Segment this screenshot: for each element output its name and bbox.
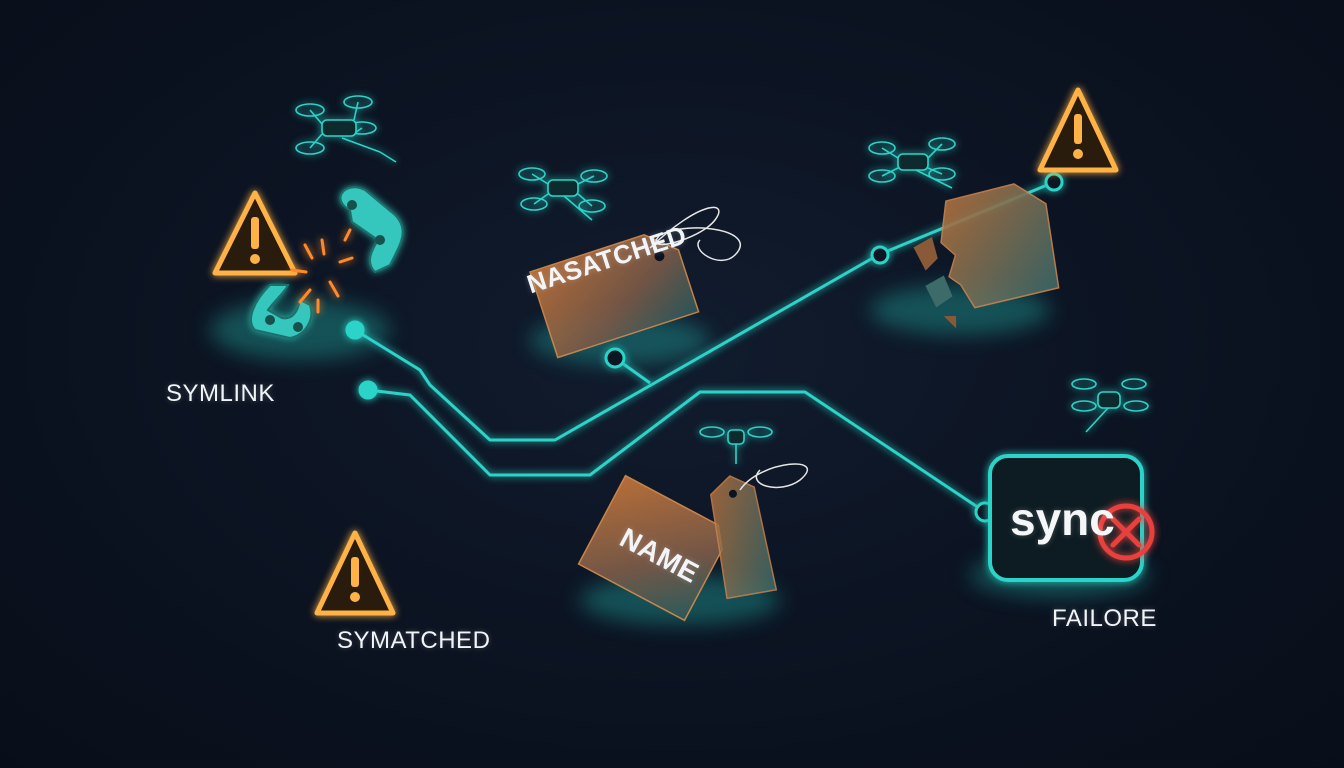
tag-string <box>649 206 741 262</box>
tag-name-front <box>577 474 723 622</box>
warning-icon <box>1037 87 1119 173</box>
warning-icon <box>212 190 298 276</box>
drone-icon <box>518 167 608 221</box>
label-symlink: SYMLINK <box>166 380 275 407</box>
sparks <box>290 228 354 314</box>
broken-chain-icon <box>250 186 404 340</box>
label-symatched: SYMATCHED <box>337 627 491 654</box>
drone-icon <box>295 95 397 163</box>
tag-nasatched <box>529 234 700 359</box>
tag-name-back <box>709 475 778 600</box>
drone-icon <box>868 137 956 189</box>
tag-broken <box>913 183 1060 329</box>
drone-icon <box>1071 378 1149 433</box>
warning-icon <box>314 530 396 616</box>
drone-icon <box>699 426 773 464</box>
circuit-nodes <box>345 172 1064 523</box>
label-failore: FAILORE <box>1052 605 1157 632</box>
error-x-icon <box>1097 503 1155 561</box>
tag-string <box>739 463 809 491</box>
tag-text-sync: sync <box>1010 493 1115 545</box>
